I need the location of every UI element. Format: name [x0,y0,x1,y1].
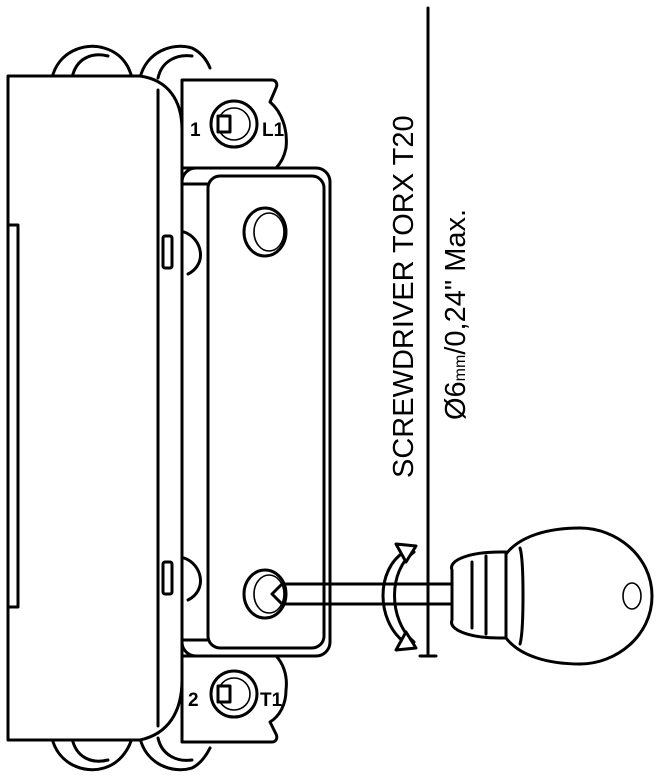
terminal-label-t1: T1 [260,690,283,711]
contactor-body [6,74,184,742]
terminal-label-l1: L1 [262,120,285,141]
rotation-arrow-icon [381,542,418,652]
terminal-label-2: 2 [188,690,199,711]
terminal-block-top [180,78,288,170]
cover-screw-holes [242,206,288,620]
terminal-block-bottom [180,654,288,744]
screwdriver [270,526,654,666]
dimension-label: Ø6mm/0,24" Max. [440,209,472,420]
side-rail [6,223,20,609]
side-latches [161,230,202,602]
front-cover [180,166,332,658]
tool-label: SCREWDRIVER TORX T20 [388,115,420,478]
dimension-value: /0,24" Max. [440,209,472,355]
bottom-rollers [50,736,212,772]
dimension-unit: mm [452,355,469,382]
dimension-symbol: Ø6 [440,381,472,420]
screwdriver-tip [270,582,284,606]
screwdriver-ferrule [450,550,508,640]
top-rollers [50,44,212,80]
dimension-line [418,6,438,658]
terminal-label-1: 1 [190,120,201,141]
screwdriver-handle [504,526,654,666]
handle-end-cap [622,582,642,610]
